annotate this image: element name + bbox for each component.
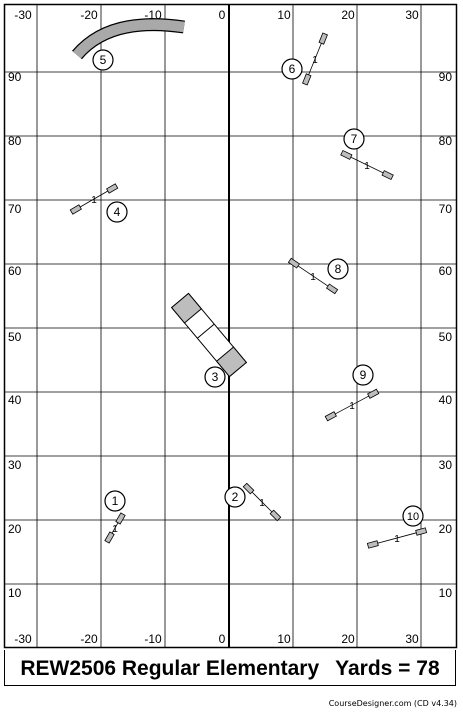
svg-text:5: 5 (100, 53, 107, 67)
dogwalk-obstacle (170, 292, 248, 378)
y-tick-right: 10 (439, 586, 453, 600)
x-tick-bottom: 0 (219, 632, 226, 646)
svg-text:7: 7 (351, 132, 358, 146)
y-tick-left: 50 (8, 330, 22, 344)
grid-lines (5, 5, 456, 647)
course-title: REW2506 Regular Elementary (20, 657, 320, 680)
svg-text:1: 1 (112, 494, 119, 508)
jump-obstacle: 1 (340, 149, 394, 181)
x-tick-top: -30 (14, 8, 32, 22)
obstacle-number-10: 10 (402, 505, 424, 527)
y-tick-left: 20 (8, 522, 22, 536)
jump-obstacle: 1 (104, 512, 126, 544)
x-tick-bottom: -30 (14, 632, 32, 646)
x-tick-bottom: -10 (144, 632, 162, 646)
jump-obstacle: 1 (302, 32, 328, 86)
jump-obstacle: 1 (242, 482, 282, 522)
x-tick-top: 30 (405, 8, 419, 22)
svg-text:1: 1 (349, 401, 355, 412)
y-tick-right: 30 (439, 458, 453, 472)
x-tick-bottom: 30 (405, 632, 419, 646)
y-tick-left: 10 (8, 586, 22, 600)
obstacle-number-5: 5 (92, 49, 114, 71)
y-tick-left: 40 (8, 393, 22, 407)
svg-text:1: 1 (394, 534, 400, 545)
y-tick-left: 90 (8, 70, 22, 84)
svg-text:2: 2 (232, 490, 239, 504)
tunnel-fill (72, 19, 185, 59)
x-tick-bottom: 20 (341, 632, 355, 646)
obstacle-number-9: 9 (352, 364, 374, 386)
footer-panel (4, 650, 456, 686)
obstacle-number-2: 2 (224, 486, 246, 508)
svg-text:6: 6 (289, 62, 296, 76)
svg-text:3: 3 (212, 370, 219, 384)
jump-obstacle: 1 (366, 527, 428, 549)
y-tick-left: 80 (8, 134, 22, 148)
x-tick-top: 10 (277, 8, 291, 22)
yards-label: Yards = 78 (335, 657, 440, 680)
y-tick-right: 90 (439, 70, 453, 84)
y-tick-right: 80 (439, 134, 453, 148)
svg-text:10: 10 (407, 511, 419, 523)
x-tick-top: 20 (341, 8, 355, 22)
y-tick-left: 30 (8, 458, 22, 472)
y-tick-left: 60 (8, 264, 22, 278)
map-border (3, 3, 458, 649)
obstacle-number-3: 3 (204, 366, 226, 388)
x-tick-top: 0 (219, 8, 226, 22)
svg-text:1: 1 (112, 524, 118, 535)
y-tick-right: 20 (439, 522, 453, 536)
course-title-bar: REW2506 Regular Elementary Yards = 78 (4, 652, 456, 686)
obstacle-number-7: 7 (343, 128, 365, 150)
obstacle-number-6: 6 (281, 58, 303, 80)
jump-obstacle: 1 (287, 257, 339, 295)
svg-text:1: 1 (364, 161, 370, 172)
course-map: -30 -20 -10 0 10 20 30 -30 -20 -10 0 10 … (3, 3, 458, 649)
obstacle-number-4: 4 (106, 201, 128, 223)
svg-text:1: 1 (91, 195, 97, 206)
x-tick-bottom: -20 (80, 632, 98, 646)
obstacle-number-8: 8 (327, 258, 349, 280)
y-tick-right: 40 (439, 393, 453, 407)
svg-text:8: 8 (335, 262, 342, 276)
jump-obstacle: 1 (69, 183, 119, 215)
software-credit: CourseDesigner.com (CD v4.34) (328, 699, 457, 708)
svg-text:1: 1 (259, 498, 265, 509)
y-tick-left: 70 (8, 202, 22, 216)
obstacle-number-1: 1 (104, 490, 126, 512)
x-tick-top: -20 (80, 8, 98, 22)
x-tick-bottom: 10 (277, 632, 291, 646)
jump-obstacle: 1 (324, 388, 380, 422)
y-tick-right: 70 (439, 202, 453, 216)
svg-text:1: 1 (310, 272, 316, 283)
y-tick-right: 50 (439, 330, 453, 344)
svg-text:1: 1 (312, 55, 318, 66)
svg-text:9: 9 (360, 368, 367, 382)
y-tick-right: 60 (439, 264, 453, 278)
svg-text:4: 4 (114, 205, 121, 219)
